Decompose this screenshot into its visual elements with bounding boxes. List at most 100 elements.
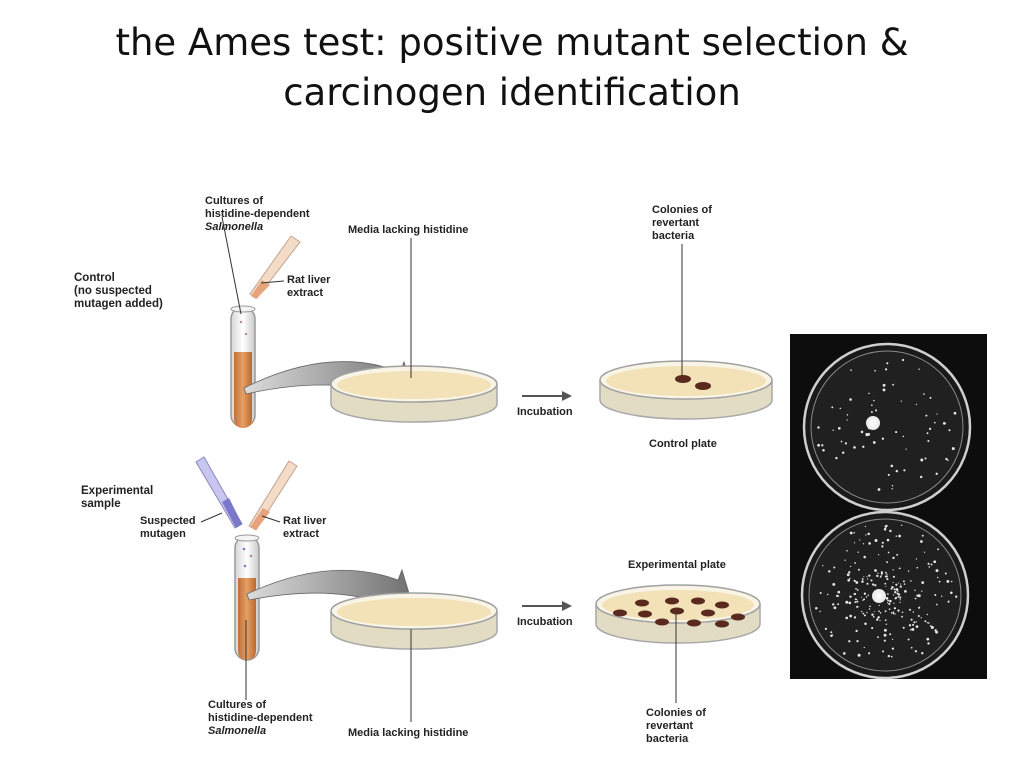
photo-colony-dot — [894, 613, 896, 615]
photo-colony-dot — [861, 596, 863, 598]
photo-colony-dot — [861, 610, 863, 613]
photo-colony-dot — [886, 578, 889, 581]
control-media-plate — [330, 365, 498, 423]
photo-colony-dot — [857, 551, 859, 553]
photo-colony-dot — [855, 629, 858, 633]
photo-colony-dot — [864, 622, 867, 625]
experimental-incubation-label: Incubation — [517, 616, 573, 628]
control-disc — [866, 416, 880, 430]
photo-colony-dot — [831, 603, 835, 606]
photo-colony-dot — [926, 613, 928, 616]
photo-colony-dot — [909, 628, 912, 631]
experimental-photo-colonies — [815, 524, 958, 658]
photo-colony-dot — [891, 638, 894, 640]
photo-colony-dot — [879, 576, 882, 578]
photo-colony-dot — [815, 606, 818, 610]
control-incubation-arrow — [522, 391, 572, 401]
experimental-colonies-label: Colonies of revertant bacteria — [646, 707, 709, 745]
photo-colony-dot — [927, 562, 930, 565]
photo-colony-dot — [866, 611, 868, 614]
photo-colony-dot — [927, 642, 930, 645]
petri-dish-photo — [790, 334, 987, 680]
photo-colony-dot — [833, 566, 836, 569]
control-rat-liver-label: Rat liver extract — [287, 274, 333, 299]
photo-colony-dot — [853, 593, 855, 596]
photo-colony-dot — [853, 446, 856, 449]
photo-colony-dot — [905, 448, 907, 450]
photo-colony-dot — [930, 563, 933, 566]
revertant-colonies — [613, 597, 745, 628]
photo-colony-dot — [908, 624, 912, 627]
photo-colony-dot — [907, 570, 910, 572]
experimental-plate — [595, 584, 761, 644]
photo-colony-dot — [929, 396, 932, 399]
photo-colony-dot — [941, 595, 943, 597]
photo-colony-dot — [885, 575, 888, 578]
photo-colony-dot — [927, 622, 930, 624]
photo-colony-dot — [945, 457, 948, 461]
photo-colony-dot — [861, 580, 864, 583]
photo-colony-dot — [881, 545, 884, 548]
photo-colony-dot — [874, 584, 877, 587]
photo-colony-dot — [854, 598, 857, 601]
photo-colony-dot — [914, 589, 916, 591]
photo-colony-dot — [892, 569, 894, 571]
photo-colony-dot — [863, 614, 866, 617]
photo-colony-dot — [849, 614, 853, 618]
photo-colony-dot — [885, 623, 888, 626]
photo-colony-dot — [903, 583, 906, 585]
photo-colony-dot — [902, 626, 905, 629]
photo-colony-dot — [894, 591, 897, 594]
photo-colony-dot — [950, 580, 953, 583]
photo-colony-dot — [864, 525, 867, 528]
photo-colony-dot — [862, 612, 865, 615]
photo-colony-dot — [914, 597, 917, 600]
photo-colony-dot — [910, 646, 913, 649]
photo-colony-dot — [895, 535, 898, 537]
colony — [675, 375, 691, 383]
photo-colony-dot — [924, 457, 927, 460]
photo-colony-dot — [883, 633, 887, 637]
photo-colony-dot — [896, 592, 899, 595]
photo-colony-dot — [912, 623, 915, 626]
photo-colony-dot — [879, 612, 882, 614]
mutagen-label: Suspected mutagen — [140, 515, 199, 540]
photo-colony-dot — [929, 625, 932, 627]
photo-colony-dot — [867, 594, 870, 597]
photo-colony-dot — [863, 592, 867, 595]
photo-colony-dot — [877, 572, 879, 574]
photo-colony-dot — [923, 551, 926, 553]
photo-colony-dot — [878, 610, 880, 613]
photo-colony-dot — [946, 459, 949, 462]
photo-colony-dot — [853, 579, 856, 583]
photo-colony-dot — [828, 570, 831, 573]
photo-colony-dot — [901, 611, 904, 614]
photo-colony-dot — [844, 559, 846, 561]
photo-colony-dot — [935, 569, 939, 573]
photo-colony-dot — [817, 426, 820, 429]
control-incubation-label: Incubation — [517, 406, 573, 418]
photo-colony-dot — [856, 600, 859, 603]
photo-colony-dot — [883, 628, 887, 632]
photo-colony-dot — [899, 599, 901, 601]
photo-colony-dot — [921, 590, 923, 592]
photo-colony-dot — [866, 576, 868, 578]
photo-colony-dot — [859, 539, 861, 541]
photo-colony-dot — [853, 532, 855, 534]
photo-colony-dot — [868, 608, 871, 610]
photo-colony-dot — [867, 432, 871, 436]
photo-colony-dot — [895, 588, 899, 591]
experimental-plate-label: Experimental plate — [628, 559, 726, 571]
photo-colony-dot — [897, 609, 900, 612]
photo-colony-dot — [955, 595, 958, 598]
photo-colony-dot — [872, 441, 876, 444]
photo-colony-dot — [884, 525, 888, 528]
photo-colony-dot — [857, 653, 861, 657]
photo-colony-dot — [920, 540, 923, 543]
photo-colony-dot — [872, 616, 875, 618]
photo-colony-dot — [882, 650, 884, 653]
photo-colony-dot — [849, 398, 852, 401]
photo-colony-dot — [890, 464, 894, 468]
photo-colony-dot — [921, 652, 924, 655]
photo-colony-dot — [898, 593, 900, 595]
